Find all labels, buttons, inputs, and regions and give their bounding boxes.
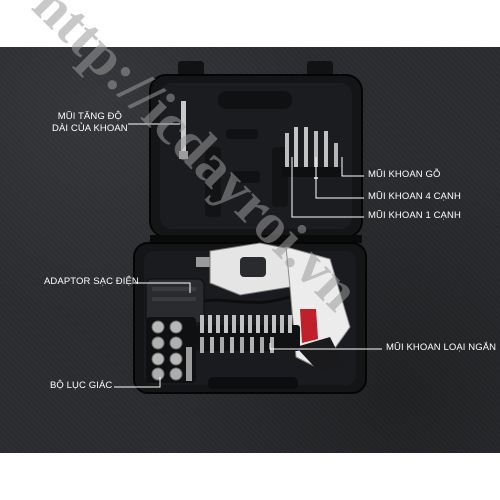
- electric-screwdriver: [196, 242, 351, 373]
- lid-drill-bits: [282, 127, 342, 179]
- label-extension-bit: MŨI TĂNG ĐỘ DÀI CỦA KHOAN: [52, 111, 128, 135]
- leader-short-bits: [269, 343, 382, 350]
- product-photo: MŨI TĂNG ĐỘ DÀI CỦA KHOAN MŨI KHOAN GỖ M…: [0, 47, 500, 453]
- label-adapter: ADAPTOR SẠC ĐIỆN: [44, 276, 139, 287]
- label-extension-bit-line1: MŨI TĂNG ĐỘ: [57, 111, 122, 122]
- short-bits-rack: [196, 315, 300, 353]
- extension-bit-holder: [179, 101, 188, 159]
- label-short-bits: MŨI KHOAN LOẠI NGẮN: [386, 342, 497, 353]
- tool-case-illustration: [114, 61, 382, 394]
- label-square-bit: MŨI KHOAN 4 CẠNH: [368, 191, 461, 202]
- case-lid: [149, 61, 363, 238]
- leader-single-bit: [291, 157, 364, 218]
- label-extension-bit-line2: DÀI CỦA KHOAN: [52, 123, 128, 134]
- leader-adapter: [134, 282, 191, 293]
- hex-socket-set: [146, 317, 196, 383]
- label-hex-sockets: BỘ LỤC GIÁC: [50, 380, 113, 391]
- label-leader-lines: [114, 123, 382, 388]
- label-single-bit: MŨI KHOAN 1 CẠNH: [368, 210, 461, 221]
- case-hinge: [150, 235, 362, 243]
- leader-wood-bit: [341, 157, 364, 177]
- leader-hex-sockets: [114, 377, 161, 388]
- leader-square-bit: [315, 157, 364, 199]
- label-wood-bit: MŨI KHOAN GỖ: [368, 169, 441, 180]
